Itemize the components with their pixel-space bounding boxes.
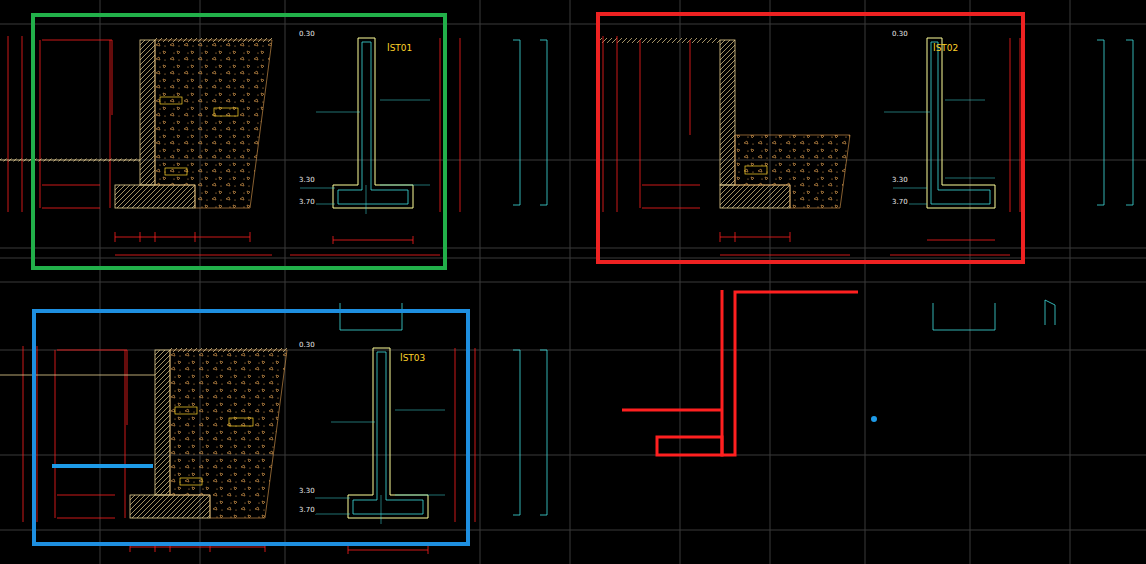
blue-marker: [52, 464, 153, 468]
section-title: İST01: [387, 44, 412, 53]
level-mark: 0.30: [891, 31, 909, 38]
section-frame: İST03: [32, 309, 470, 546]
level-mark: 3.70: [298, 507, 316, 514]
section-frame: İST02: [596, 12, 1025, 264]
section-ist01: [8, 36, 460, 255]
level-mark: 0.30: [298, 31, 316, 38]
level-mark: 3.30: [298, 177, 316, 184]
level-mark: 3.30: [298, 488, 316, 495]
section-title: İST03: [400, 354, 425, 363]
section-ist03: [23, 346, 475, 564]
section-title: İST02: [933, 44, 958, 53]
section-ist02: [600, 36, 1020, 255]
level-mark: 3.70: [298, 199, 316, 206]
section-frame: İST01: [31, 13, 447, 270]
level-mark: 3.30: [891, 177, 909, 184]
blue-dot: [871, 416, 877, 422]
level-mark: 0.30: [298, 342, 316, 349]
level-mark: 3.70: [891, 199, 909, 206]
red-sketch: [622, 290, 858, 455]
rebar-elevations: [340, 40, 1133, 515]
